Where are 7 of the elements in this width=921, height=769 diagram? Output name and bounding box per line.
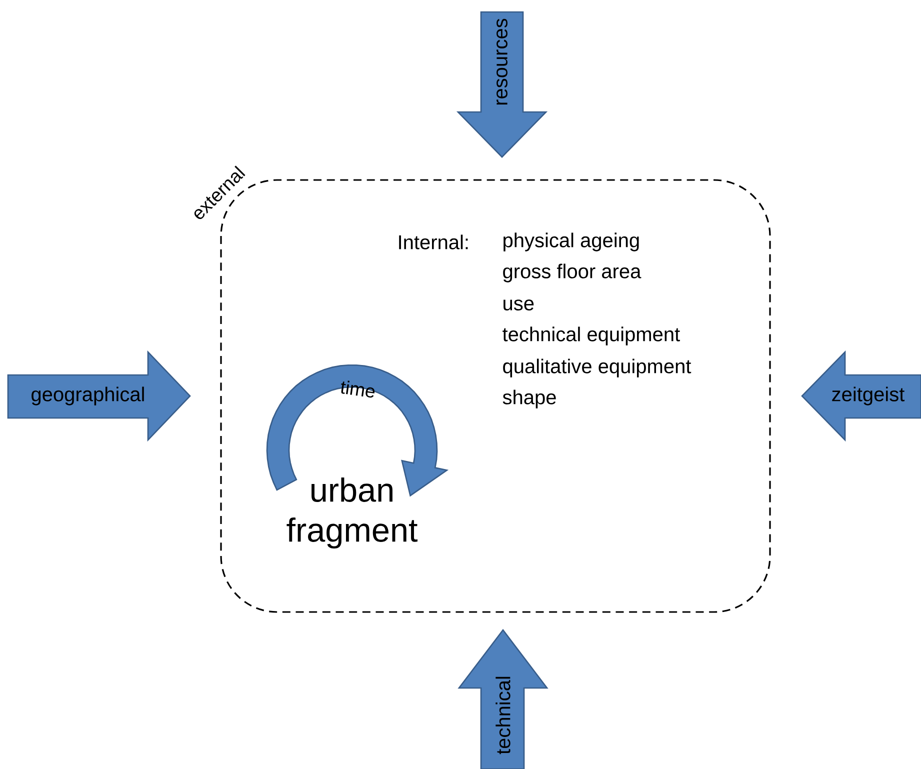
list-item: physical ageing bbox=[504, 232, 639, 252]
list-item: qualitative equipment bbox=[503, 358, 692, 378]
list-item: technical equipment bbox=[502, 326, 680, 346]
heading-text: Internal: bbox=[399, 234, 468, 250]
list-item: use bbox=[504, 300, 534, 310]
list-item: shape bbox=[502, 390, 556, 408]
list-item: gross floor area bbox=[503, 264, 642, 282]
